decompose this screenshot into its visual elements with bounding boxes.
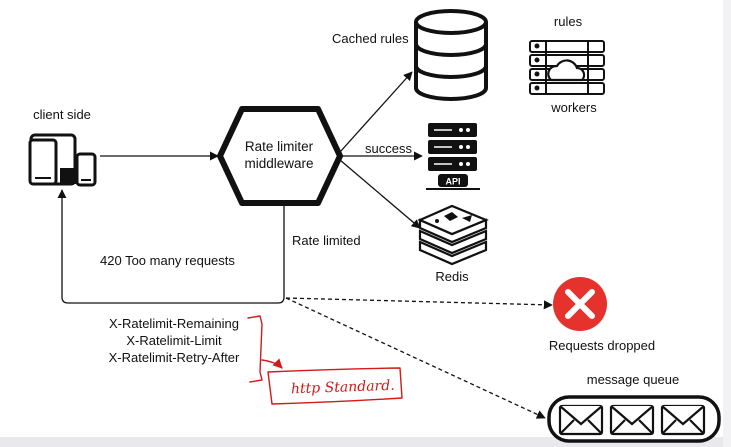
client-side-label: client side — [33, 107, 91, 122]
api-label: API — [445, 177, 460, 187]
arrow-middleware-to-redis — [339, 159, 421, 229]
side-band — [723, 0, 731, 447]
header-remaining: X-Ratelimit-Remaining — [109, 316, 239, 331]
connectors — [57, 71, 553, 419]
http-standard-note: http Standard. — [291, 378, 395, 398]
header-retry-after: X-Ratelimit-Retry-After — [109, 350, 240, 365]
hexagon-icon — [217, 106, 343, 206]
handwritten-annotation — [247, 315, 403, 405]
api-server-icon: API — [426, 123, 480, 190]
arrow-to-requests-dropped — [285, 297, 553, 310]
rules-label: rules — [554, 14, 583, 29]
cached-rules-label: Cached rules — [332, 31, 409, 46]
message-queue-label: message queue — [587, 372, 680, 387]
bottom-band — [0, 437, 731, 447]
database-icon — [414, 9, 488, 101]
devices-icon — [28, 133, 97, 187]
success-label: success — [365, 141, 412, 156]
middleware-label-line1: Rate limiter — [245, 139, 314, 154]
redis-icon — [417, 204, 489, 266]
rate-limited-label: Rate limited — [292, 233, 361, 248]
arrow-to-message-queue — [285, 297, 546, 419]
too-many-requests-label: 420 Too many requests — [100, 253, 235, 268]
server-rack-cloud-icon — [529, 40, 605, 95]
header-limit: X-Ratelimit-Limit — [126, 333, 222, 348]
redis-label: Redis — [435, 269, 469, 284]
workers-label: workers — [550, 100, 597, 115]
envelope-queue-icon — [547, 395, 721, 443]
red-x-circle-icon — [553, 277, 607, 331]
requests-dropped-label: Requests dropped — [549, 338, 655, 353]
arrow-middleware-to-cache — [339, 71, 413, 153]
arrow-rate-limited-return — [57, 189, 285, 304]
middleware-label-line2: middleware — [244, 156, 313, 171]
